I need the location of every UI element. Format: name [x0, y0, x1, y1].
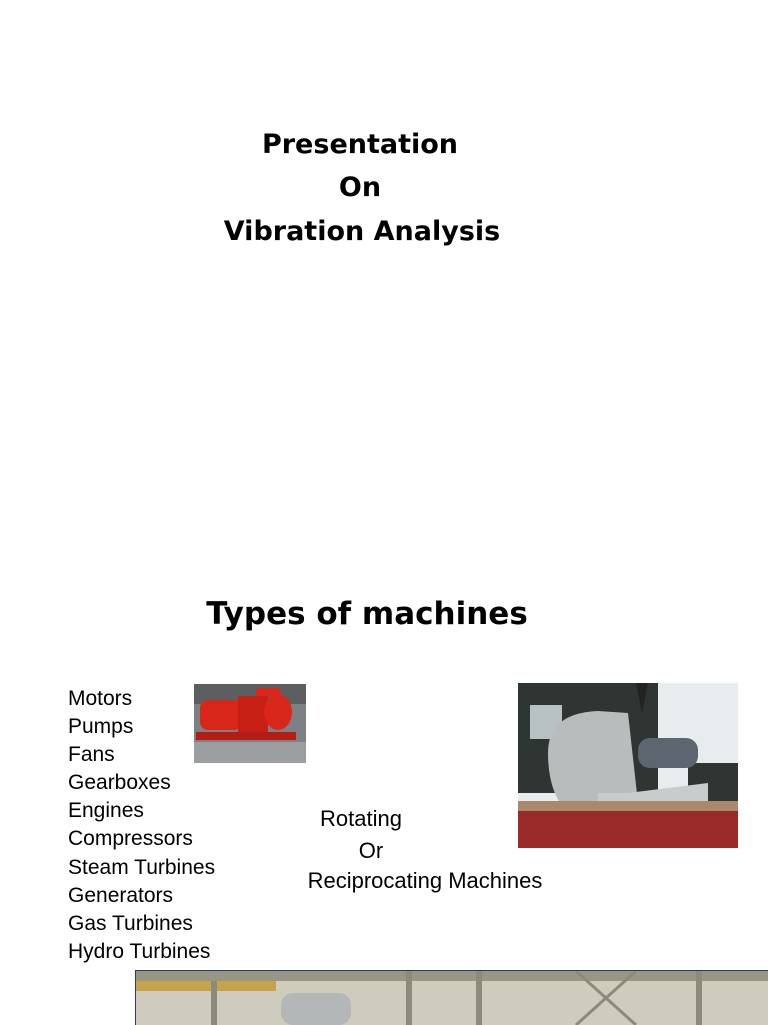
- list-item: Fans: [68, 743, 115, 767]
- list-item: Gearboxes: [68, 771, 171, 795]
- machine-list: Motors Pumps Fans Gearboxes Engines Comp…: [68, 685, 215, 966]
- rotating-label: Rotating: [320, 806, 402, 831]
- title-line-2: On: [338, 172, 382, 203]
- industrial-hall-photo: [135, 970, 768, 1025]
- title-line-3: Vibration Analysis: [223, 216, 501, 247]
- list-item: Generators: [68, 883, 174, 907]
- list-item: Hydro Turbines: [68, 939, 211, 963]
- reciprocating-label: Reciprocating Machines: [307, 868, 543, 893]
- list-item: Steam Turbines: [68, 855, 216, 879]
- list-item: Motors: [68, 687, 133, 710]
- title-line-1: Presentation: [261, 129, 459, 160]
- list-item: Gas Turbines: [68, 911, 193, 935]
- types-heading: Types of machines: [206, 596, 528, 632]
- or-label: Or: [358, 838, 384, 863]
- list-item: Engines: [68, 799, 144, 823]
- list-item: Pumps: [68, 715, 134, 739]
- pump-photo: [194, 684, 306, 763]
- list-item: Compressors: [68, 827, 193, 851]
- fan-photo: [518, 683, 738, 848]
